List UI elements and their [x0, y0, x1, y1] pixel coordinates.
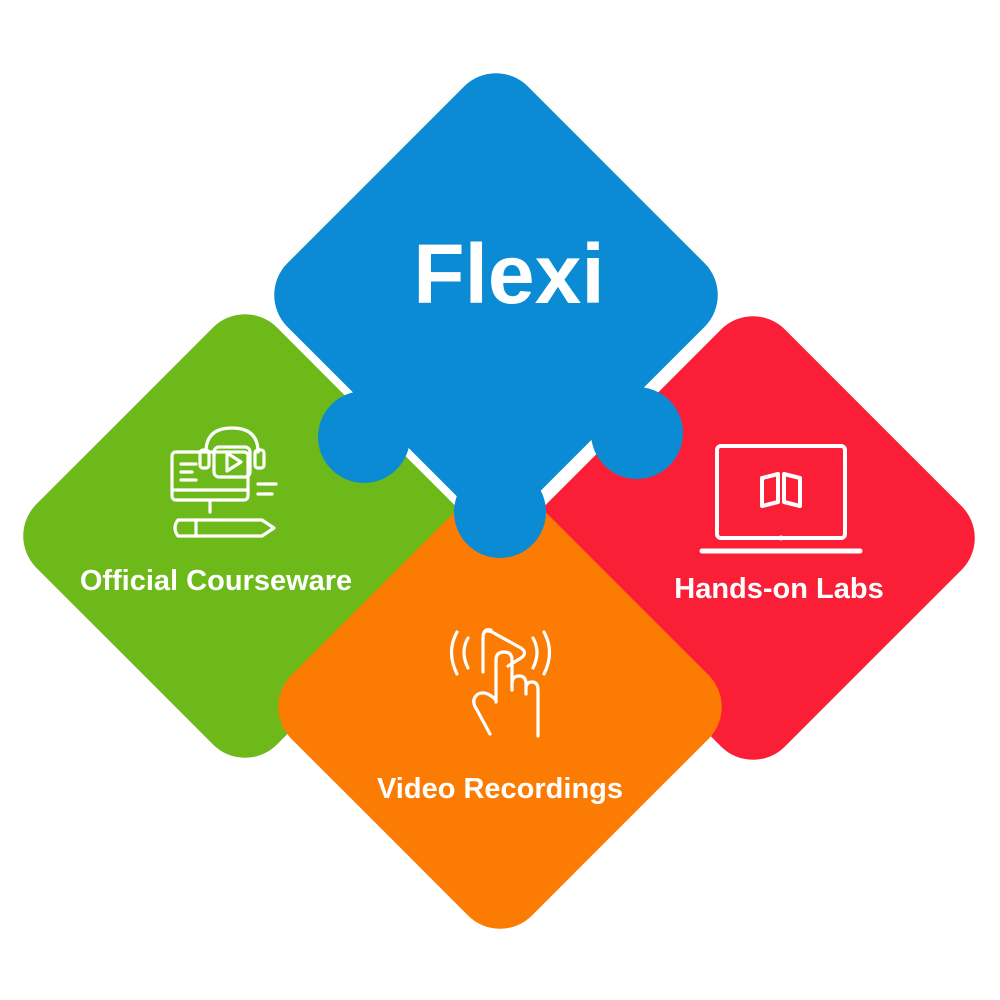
labs-label: Hands-on Labs — [674, 573, 883, 605]
touch-play-icon — [449, 628, 552, 738]
title-piece-knob-bottom — [454, 466, 546, 558]
title-piece-knob-left — [318, 391, 410, 483]
video-label: Video Recordings — [377, 773, 623, 805]
video-piece: Video Recordings — [278, 485, 722, 929]
title-piece: Flexi — [274, 73, 718, 558]
video-piece-shape — [278, 485, 722, 929]
laptop-book-icon — [699, 444, 863, 554]
courseware-label: Official Courseware — [80, 565, 352, 597]
elearning-video-icon — [170, 426, 278, 538]
title-piece-knob-right — [591, 387, 683, 479]
title-text: Flexi — [413, 227, 604, 321]
